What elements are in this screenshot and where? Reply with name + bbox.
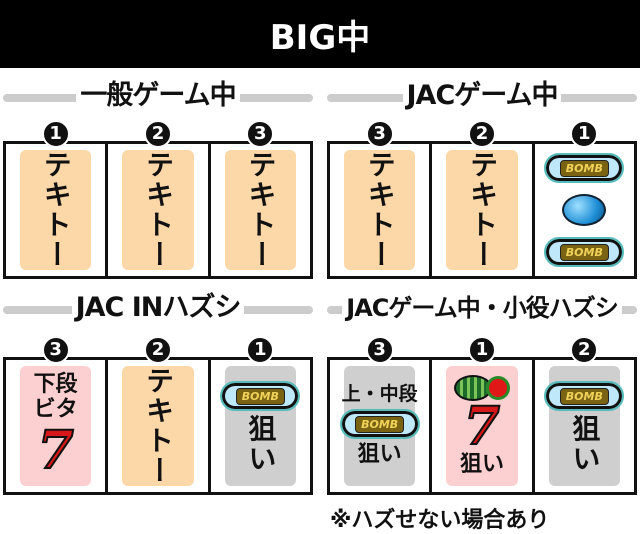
symbol-stack: BOMB BOMB (539, 150, 630, 270)
seven-symbol: 7 (37, 420, 75, 482)
order-badge: 1 (246, 336, 275, 364)
instruction: テキトー (465, 150, 499, 270)
instruction: テキトー (141, 366, 175, 486)
header-title: BIG中 (269, 17, 371, 58)
bomb-label: BOMB (559, 243, 609, 261)
instruction: 狙い (459, 452, 504, 478)
order-badge: 1 (41, 120, 70, 148)
order-badge: 3 (365, 120, 394, 148)
footnote: ※ハズせない場合あり (330, 508, 550, 533)
order-badge: 1 (467, 336, 496, 364)
tile: テキトー (446, 150, 518, 270)
bomb-label: BOMB (559, 159, 609, 177)
order-badge: 3 (246, 120, 275, 148)
panel-title-jac: JACゲーム中 (327, 80, 637, 112)
bomb-symbol: BOMB (339, 409, 420, 440)
header-bar: BIG中 (0, 0, 640, 68)
panel-title-jac-minor-miss: JACゲーム中・小役ハズシ (327, 292, 637, 324)
panel-title-normal: 一般ゲーム中 (3, 80, 313, 112)
instruction: テキトー (363, 150, 397, 270)
bomb-ball-icon (562, 194, 607, 226)
reel-right: 1 BOMB BOMB (535, 120, 634, 276)
instruction: 狙い (357, 442, 402, 468)
reel-right: 1 BOMB 狙い (211, 336, 310, 492)
panel-title-jac-in-miss: JAC INハズシ (3, 292, 313, 324)
instruction: 下段ビタ (33, 371, 78, 422)
tile: BOMB 狙い (544, 366, 625, 486)
bomb-symbol: BOMB (544, 153, 625, 183)
instruction: 狙い (568, 414, 602, 474)
instruction: 狙い (244, 414, 278, 474)
seven-symbol: 7 (463, 396, 501, 458)
tile: BOMB 狙い (220, 366, 301, 486)
watermelon-icon (453, 374, 510, 402)
instruction: テキトー (244, 150, 278, 270)
tile: テキトー (20, 150, 92, 270)
bomb-label: BOMB (235, 387, 285, 405)
bomb-symbol: BOMB (544, 237, 625, 267)
position-label: 上・中段 (341, 383, 418, 406)
bomb-symbol: BOMB (544, 381, 625, 411)
tile: 上・中段 BOMB 狙い (339, 366, 420, 486)
instruction: テキトー (141, 150, 175, 270)
tile: テキトー (122, 150, 194, 270)
order-badge: 2 (143, 120, 172, 148)
reel-left: 3 上・中段 BOMB 狙い (330, 336, 433, 492)
order-badge: 2 (143, 336, 172, 364)
tile: テキトー (344, 150, 416, 270)
instruction: テキトー (39, 150, 73, 270)
bomb-label: BOMB (355, 415, 405, 433)
tile: テキトー (122, 366, 194, 486)
order-badge: 3 (41, 336, 70, 364)
order-badge: 2 (570, 336, 599, 364)
order-badge: 2 (467, 120, 496, 148)
order-badge: 1 (570, 120, 599, 148)
bomb-label: BOMB (559, 387, 609, 405)
order-badge: 3 (365, 336, 394, 364)
bomb-symbol: BOMB (220, 381, 301, 411)
reel-right: 2 BOMB 狙い (535, 336, 634, 492)
tile: テキトー (224, 150, 296, 270)
